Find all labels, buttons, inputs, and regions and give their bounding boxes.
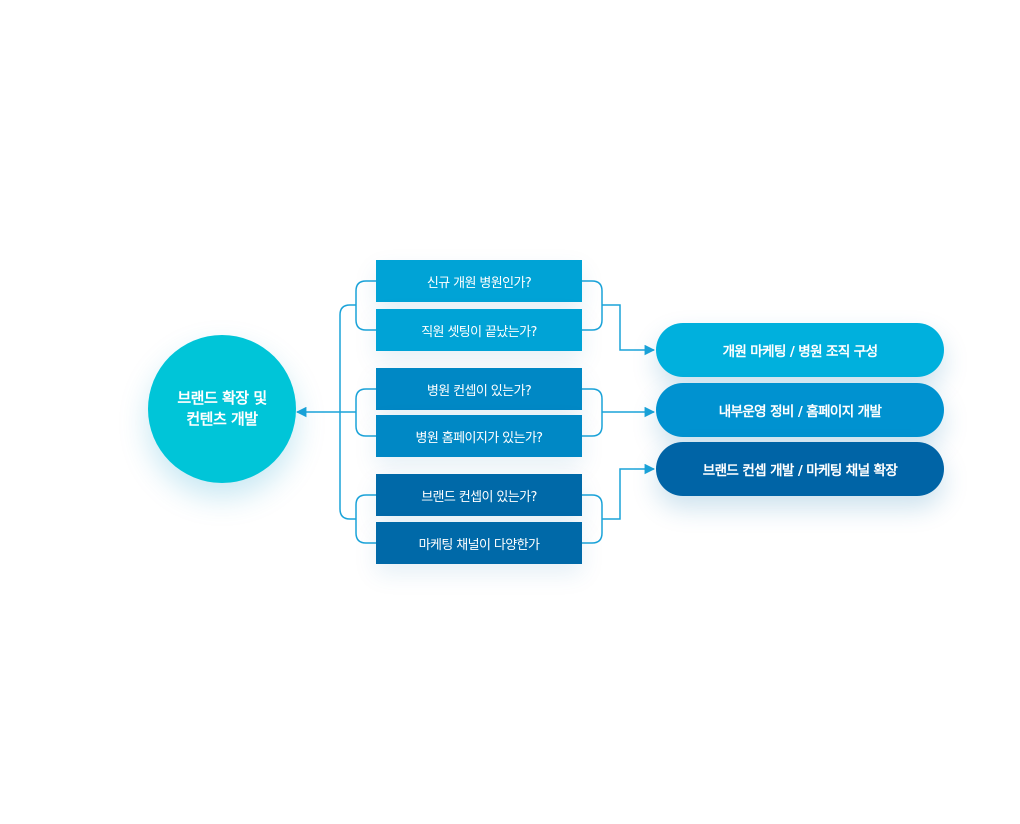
question-box-4: 병원 홈페이지가 있는가? xyxy=(376,415,582,457)
arrow-to-result-1 xyxy=(602,304,656,356)
question-box-5: 브랜드 컨셉이 있는가? xyxy=(376,474,582,516)
result-label-1: 개원 마케팅 / 병원 조직 구성 xyxy=(722,344,878,360)
question-box-1: 신규 개원 병원인가? xyxy=(376,260,582,302)
arrow-to-result-3 xyxy=(602,463,656,520)
question-box-6: 마케팅 채널이 다양한가 xyxy=(376,522,582,564)
result-pill-1: 개원 마케팅 / 병원 조직 구성 xyxy=(656,323,944,377)
result-pill-2: 내부운영 정비 / 홈페이지 개발 xyxy=(656,383,944,437)
right-bracket-group-1 xyxy=(582,280,603,331)
right-bracket-group-2 xyxy=(582,388,603,437)
center-circle-label: 브랜드 확장 및 컨텐츠 개발 xyxy=(177,389,267,428)
question-label-3: 병원 컨셉이 있는가? xyxy=(426,383,532,399)
result-label-2: 내부운영 정비 / 홈페이지 개발 xyxy=(718,404,882,420)
question-label-2: 직원 셋팅이 끝났는가? xyxy=(421,324,537,340)
left-bracket-group-1 xyxy=(355,280,376,331)
center-circle: 브랜드 확장 및 컨텐츠 개발 xyxy=(148,335,296,483)
question-label-5: 브랜드 컨셉이 있는가? xyxy=(421,489,537,505)
question-label-4: 병원 홈페이지가 있는가? xyxy=(415,430,544,446)
left-bracket-group-2 xyxy=(355,388,376,437)
result-label-3: 브랜드 컨셉 개발 / 마케팅 채널 확장 xyxy=(702,463,898,479)
question-box-3: 병원 컨셉이 있는가? xyxy=(376,368,582,410)
question-label-1: 신규 개원 병원인가? xyxy=(426,275,532,291)
left-bracket-group-3 xyxy=(355,494,376,544)
result-pill-3: 브랜드 컨셉 개발 / 마케팅 채널 확장 xyxy=(656,442,944,496)
right-bracket-group-3 xyxy=(582,494,603,544)
question-label-6: 마케팅 채널이 다양한가 xyxy=(418,537,540,553)
question-box-2: 직원 셋팅이 끝났는가? xyxy=(376,309,582,351)
